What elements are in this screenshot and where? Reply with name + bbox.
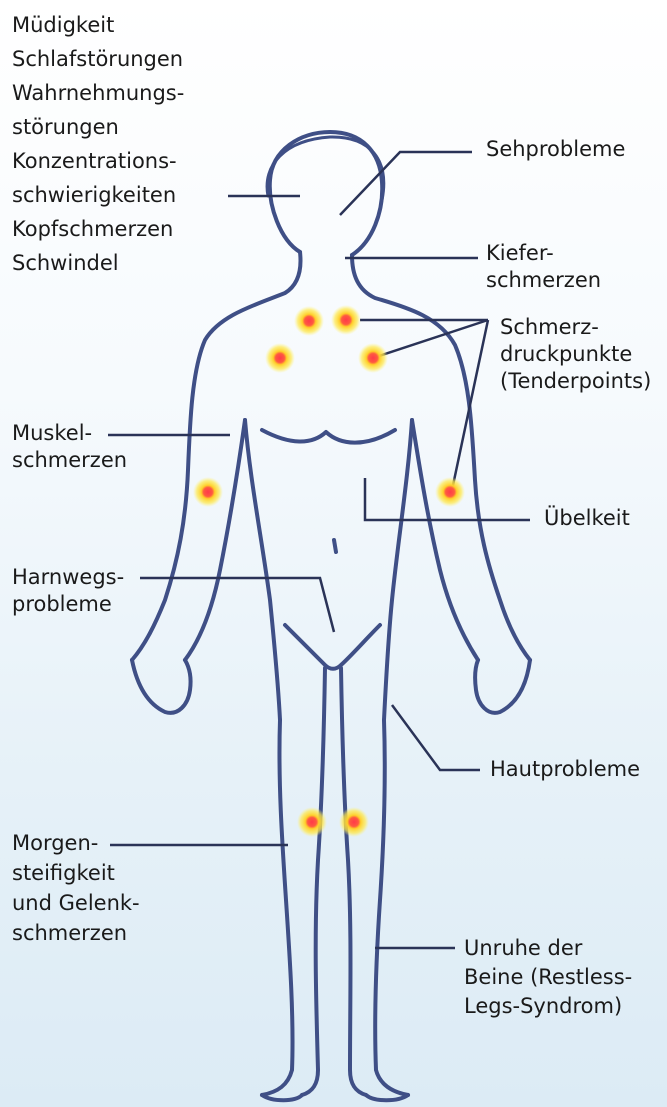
- symptom-kopfschmerzen: Kopfschmerzen: [12, 212, 184, 246]
- label-line: schmerzen: [12, 918, 140, 948]
- label-uebelkeit: Übelkeit: [544, 505, 630, 532]
- label-line: Unruhe der: [464, 934, 632, 963]
- label-line: Kiefer-: [486, 240, 601, 267]
- label-line: Hautprobleme: [490, 756, 640, 783]
- left-hand: [132, 660, 191, 713]
- right-inner-leg: [341, 668, 366, 1095]
- left-inner-arm: [185, 420, 245, 660]
- label-tenderpoints: Schmerz- druckpunkte (Tenderpoints): [500, 314, 651, 395]
- label-muskelschmerzen: Muskel- schmerzen: [12, 420, 127, 474]
- right-inner-arm: [412, 420, 478, 660]
- label-line: Legs-Syndrom): [464, 992, 632, 1021]
- label-line: Sehprobleme: [486, 136, 625, 163]
- label-line: (Tenderpoints): [500, 368, 651, 395]
- left-torso-outline: [132, 252, 300, 660]
- label-line: und Gelenk-: [12, 888, 140, 918]
- groin-outline: [285, 625, 380, 669]
- leader-sehprobleme: [340, 152, 472, 215]
- right-outer-leg: [375, 720, 408, 1095]
- tender-point: [193, 477, 223, 507]
- tender-point: [339, 807, 369, 837]
- right-hand: [475, 660, 530, 713]
- symptom-konzentration-2: schwierigkeiten: [12, 178, 184, 212]
- tender-point: [435, 477, 465, 507]
- label-harnwegsprobleme: Harnwegs- probleme: [12, 564, 124, 618]
- label-kieferschmerzen: Kiefer- schmerzen: [486, 240, 601, 294]
- label-line: schmerzen: [486, 267, 601, 294]
- symptom-wahrnehmung-2: störungen: [12, 110, 184, 144]
- tender-point: [297, 807, 327, 837]
- tender-point: [331, 305, 361, 335]
- label-sehprobleme: Sehprobleme: [486, 136, 625, 163]
- leader-tender-3: [452, 320, 488, 490]
- label-line: Übelkeit: [544, 505, 630, 532]
- label-line: druckpunkte: [500, 341, 651, 368]
- label-line: Beine (Restless-: [464, 963, 632, 992]
- left-waist: [245, 420, 280, 720]
- label-line: schmerzen: [12, 447, 127, 474]
- label-line: Schmerz-: [500, 314, 651, 341]
- symptom-mudigkeit: Müdigkeit: [12, 8, 184, 42]
- chest-line: [262, 430, 395, 443]
- top-left-symptoms: Müdigkeit Schlafstörungen Wahrnehmungs- …: [12, 8, 184, 280]
- label-restless-legs: Unruhe der Beine (Restless- Legs-Syndrom…: [464, 934, 632, 1021]
- left-foot: [262, 1095, 302, 1100]
- right-waist: [384, 420, 412, 720]
- symptom-schwindel: Schwindel: [12, 246, 184, 280]
- symptom-konzentration-1: Konzentrations-: [12, 144, 184, 178]
- tender-point: [265, 343, 295, 373]
- navel: [334, 540, 336, 552]
- right-foot: [366, 1095, 408, 1100]
- label-line: probleme: [12, 591, 124, 618]
- label-line: Morgen-: [12, 828, 140, 858]
- leader-haut: [392, 705, 480, 770]
- label-line: Harnwegs-: [12, 564, 124, 591]
- tender-point: [358, 343, 388, 373]
- left-outer-leg: [262, 720, 293, 1095]
- symptom-schlafstoerungen: Schlafstörungen: [12, 42, 184, 76]
- leader-tender-2: [373, 320, 488, 358]
- label-morgensteifigkeit: Morgen- steifigkeit und Gelenk- schmerze…: [12, 828, 140, 948]
- label-line: steifigkeit: [12, 858, 140, 888]
- tender-points: [193, 305, 465, 837]
- tender-point: [294, 306, 324, 336]
- left-inner-leg: [302, 668, 325, 1095]
- label-line: Muskel-: [12, 420, 127, 447]
- label-hautprobleme: Hautprobleme: [490, 756, 640, 783]
- symptom-wahrnehmung-1: Wahrnehmungs-: [12, 76, 184, 110]
